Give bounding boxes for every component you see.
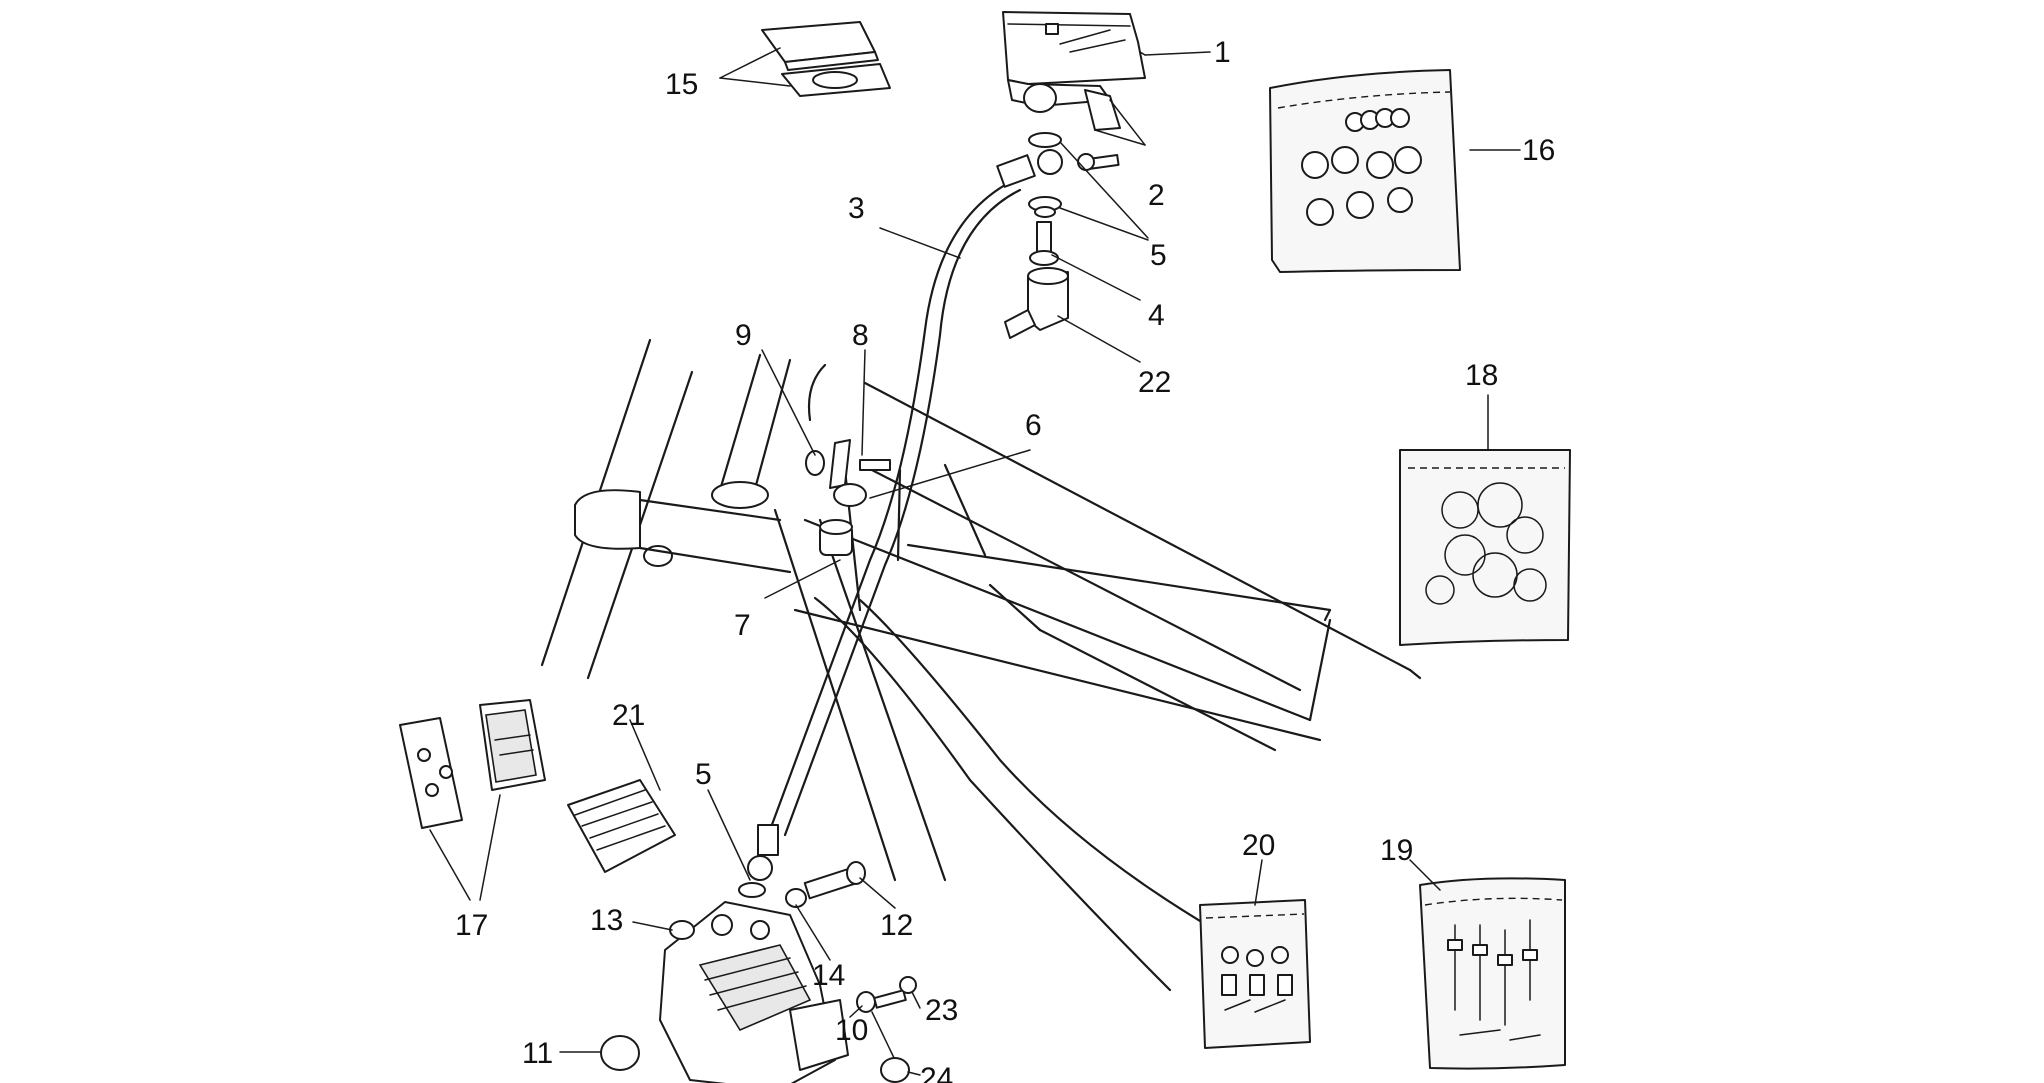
callout-4: 4 — [1148, 299, 1165, 332]
callout-14: 14 — [812, 959, 845, 992]
pad-spring — [567, 779, 676, 873]
callout-labels: 1 2 3 4 5 5 6 7 8 9 10 11 12 13 14 15 16… — [455, 36, 1555, 1083]
callout-2: 2 — [1148, 179, 1165, 212]
callout-13: 13 — [590, 904, 623, 937]
parts-bag-20 — [1199, 899, 1311, 1049]
callout-18: 18 — [1465, 359, 1498, 392]
frame-structure — [540, 338, 1422, 992]
callout-17: 17 — [455, 909, 488, 942]
callout-24: 24 — [920, 1062, 953, 1083]
callout-5-upper: 5 — [1150, 239, 1167, 272]
callout-7: 7 — [734, 609, 751, 642]
callout-6: 6 — [1025, 409, 1042, 442]
brake-caliper — [600, 861, 917, 1083]
callout-19: 19 — [1380, 834, 1413, 867]
callout-12: 12 — [880, 909, 913, 942]
callout-23: 23 — [925, 994, 958, 1027]
hose-guide-parts — [805, 439, 891, 556]
callout-1: 1 — [1214, 36, 1231, 69]
callout-8: 8 — [852, 319, 869, 352]
callout-16: 16 — [1522, 134, 1555, 167]
callout-9: 9 — [735, 319, 752, 352]
brake-hose — [747, 149, 1063, 881]
callout-11: 11 — [522, 1037, 553, 1070]
parts-bag-16 — [1269, 69, 1461, 273]
callout-3: 3 — [848, 192, 865, 225]
reservoir-cover — [761, 21, 891, 97]
callout-5-lower: 5 — [695, 758, 712, 791]
parts-bag-19 — [1419, 877, 1566, 1070]
callout-15: 15 — [665, 68, 698, 101]
brake-pads — [399, 699, 546, 829]
leader-lines — [429, 47, 1521, 1076]
callout-20: 20 — [1242, 829, 1275, 862]
callout-22: 22 — [1138, 366, 1171, 399]
callout-21: 21 — [612, 699, 645, 732]
callout-10: 10 — [835, 1014, 868, 1047]
parts-bag-18 — [1399, 449, 1571, 646]
master-cylinder — [1002, 11, 1146, 131]
